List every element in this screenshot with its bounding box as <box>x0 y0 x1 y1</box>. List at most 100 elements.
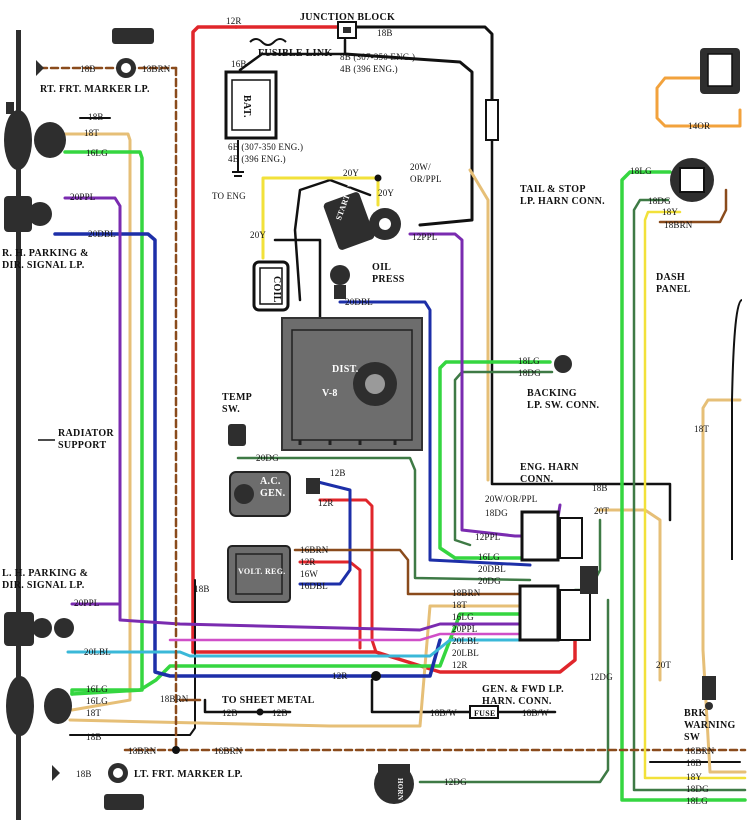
label-wire-18brn-r: 18BRN <box>664 220 693 230</box>
label-fusible-link: FUSIBLE LINK <box>258 48 332 59</box>
wire-black-18b-junction <box>350 25 494 102</box>
wire-purple-12ppl <box>408 232 562 538</box>
label-wire-18dg-back: 18DG <box>518 368 541 378</box>
label-temp-sw-1: TEMP <box>222 392 252 403</box>
brake-warning-switch-icon <box>702 676 716 710</box>
coil-icon <box>252 260 290 312</box>
label-wire-16lg-c2: 16LG <box>452 612 474 622</box>
label-wire-12r-c: 12R <box>452 660 468 670</box>
label-v8: V-8 <box>322 388 338 399</box>
tail-stop-harness-connector-icon <box>670 158 714 202</box>
wire-dkgreen-12dg <box>418 598 610 784</box>
wire-dkgreen-18dg <box>453 370 554 547</box>
label-wire-20dbl-oil: 20DBL <box>345 297 373 307</box>
battery-icon <box>224 70 278 177</box>
label-wire-18bw-a: 18B/W <box>430 708 457 718</box>
label-wire-18lg-rb: 18LG <box>686 796 708 806</box>
label-to-eng: TO ENG <box>212 191 246 201</box>
label-wire-20w-2: OR/PPL <box>410 174 442 184</box>
wire-yellow-20y <box>261 176 380 260</box>
label-wire-18dg-c: 18DG <box>485 508 508 518</box>
label-wire-16b: 16B <box>231 59 247 69</box>
label-wire-18dg-rb: 18DG <box>686 784 709 794</box>
temp-switch-icon <box>228 424 246 446</box>
label-lt-frt-marker: LT. FRT. MARKER LP. <box>134 769 243 780</box>
label-wire-16w: 16W <box>300 569 318 579</box>
label-wire-16lg-upper: 16LG <box>86 148 108 158</box>
label-brk-warning-1: BRK <box>684 708 707 719</box>
label-backing-1: BACKING <box>527 388 577 399</box>
components <box>4 21 743 820</box>
wire-orange-14or <box>655 76 742 128</box>
inline-fuse-icon <box>485 99 499 141</box>
alternator-icon <box>229 471 320 517</box>
rh-headlamp-icon <box>4 102 66 170</box>
label-wire-12r-bottom: 12R <box>332 671 348 681</box>
body-edge <box>16 30 21 820</box>
label-wire-18brn-dash: 18BRN <box>214 746 243 756</box>
wire-black-18b-eng <box>490 138 672 522</box>
label-wire-12dg-r: 12DG <box>590 672 613 682</box>
label-wire-18lg-back: 18LG <box>518 356 540 366</box>
label-wire-18y-rb: 18Y <box>686 772 702 782</box>
label-wire-4b-396b: 4B (396 ENG.) <box>228 154 286 164</box>
label-wire-12ppl-c: 12PPL <box>475 532 501 542</box>
wire-red-12r-reg <box>298 560 362 650</box>
wire-tan-18t-lower <box>68 604 522 728</box>
label-wire-20w-c: 20W/OR/PPL <box>485 494 538 504</box>
label-dash-panel-2: PANEL <box>656 284 691 295</box>
label-wire-20t-r: 20T <box>656 660 671 670</box>
wire-tan-18t-right <box>701 398 747 774</box>
label-lh-parking-2: DIR. SIGNAL LP. <box>2 580 85 591</box>
clamp-icon <box>112 28 154 44</box>
label-eng-harn-1: ENG. HARN <box>520 462 579 473</box>
label-fuse: FUSE <box>474 709 496 718</box>
label-wire-12r-top: 12R <box>226 16 242 26</box>
wire-tan-18t-upper <box>60 132 132 712</box>
label-wire-18b-upper: 18B <box>88 112 104 122</box>
wire-magenta-lower <box>168 632 522 642</box>
label-gen-2: GEN. <box>260 488 286 499</box>
label-wire-20y-a: 20Y <box>343 168 359 178</box>
voltage-regulator-icon <box>227 545 291 603</box>
label-wire-16lg-c: 16LG <box>478 552 500 562</box>
wire-dkgreen-18dg-right <box>632 198 747 792</box>
label-junction-block: JUNCTION BLOCK <box>300 12 395 23</box>
label-horn: HORN <box>396 778 404 800</box>
wire-yellow-18y <box>643 210 747 780</box>
label-wire-18brn-rt: 18BRN <box>142 64 171 74</box>
label-wire-18b-junction: 18B <box>377 28 393 38</box>
label-wire-18b-bottom: 18B <box>76 769 92 779</box>
label-wire-12ppl-top: 12PPL <box>412 232 438 242</box>
wire-red-12r-main <box>191 25 378 654</box>
lh-headlamp-icon <box>6 676 72 736</box>
rh-parking-lamp-icon <box>4 196 52 232</box>
label-dash-panel-1: DASH <box>656 272 685 283</box>
wire-black-gnd-left2 <box>69 579 196 736</box>
label-wire-20lbl-lower: 20LBL <box>84 647 111 657</box>
label-wire-20dbl-upper: 20DBL <box>88 229 116 239</box>
label-temp-sw-2: SW. <box>222 404 240 415</box>
backing-lamp-switch-icon <box>554 355 572 373</box>
label-wire-20ppl-c: 20PPL <box>452 624 478 634</box>
wire-black-8b <box>343 52 474 227</box>
label-wire-18t-r: 18T <box>694 424 709 434</box>
wire-dkgreen-20dg <box>236 456 532 582</box>
label-wire-20y-c: 20Y <box>250 230 266 240</box>
label-wire-20t-c: 20T <box>594 506 609 516</box>
label-wire-20dg: 20DG <box>256 453 279 463</box>
labels: JUNCTION BLOCK 12R 18B FUSIBLE LINK 16B … <box>2 12 735 806</box>
label-rh-parking-2: DIR. SIGNAL LP. <box>2 260 85 271</box>
label-wire-6b: 6B (307-350 ENG.) <box>228 142 303 152</box>
label-wire-18lg-r: 18LG <box>630 166 652 176</box>
label-tail-stop-2: LP. HARN CONN. <box>520 196 605 207</box>
label-gen-fwd-2: HARN. CONN. <box>482 696 552 707</box>
label-wire-16dbl-reg: 16DBL <box>300 581 328 591</box>
label-wire-18b-reg: 18B <box>194 584 210 594</box>
label-backing-2: LP. SW. CONN. <box>527 400 600 411</box>
label-brk-warning-3: SW <box>684 732 700 743</box>
wire-blue-20dbl-left <box>53 232 442 678</box>
wire-black-start-coil <box>293 178 372 302</box>
label-wire-20ppl-upper: 20PPL <box>70 192 96 202</box>
